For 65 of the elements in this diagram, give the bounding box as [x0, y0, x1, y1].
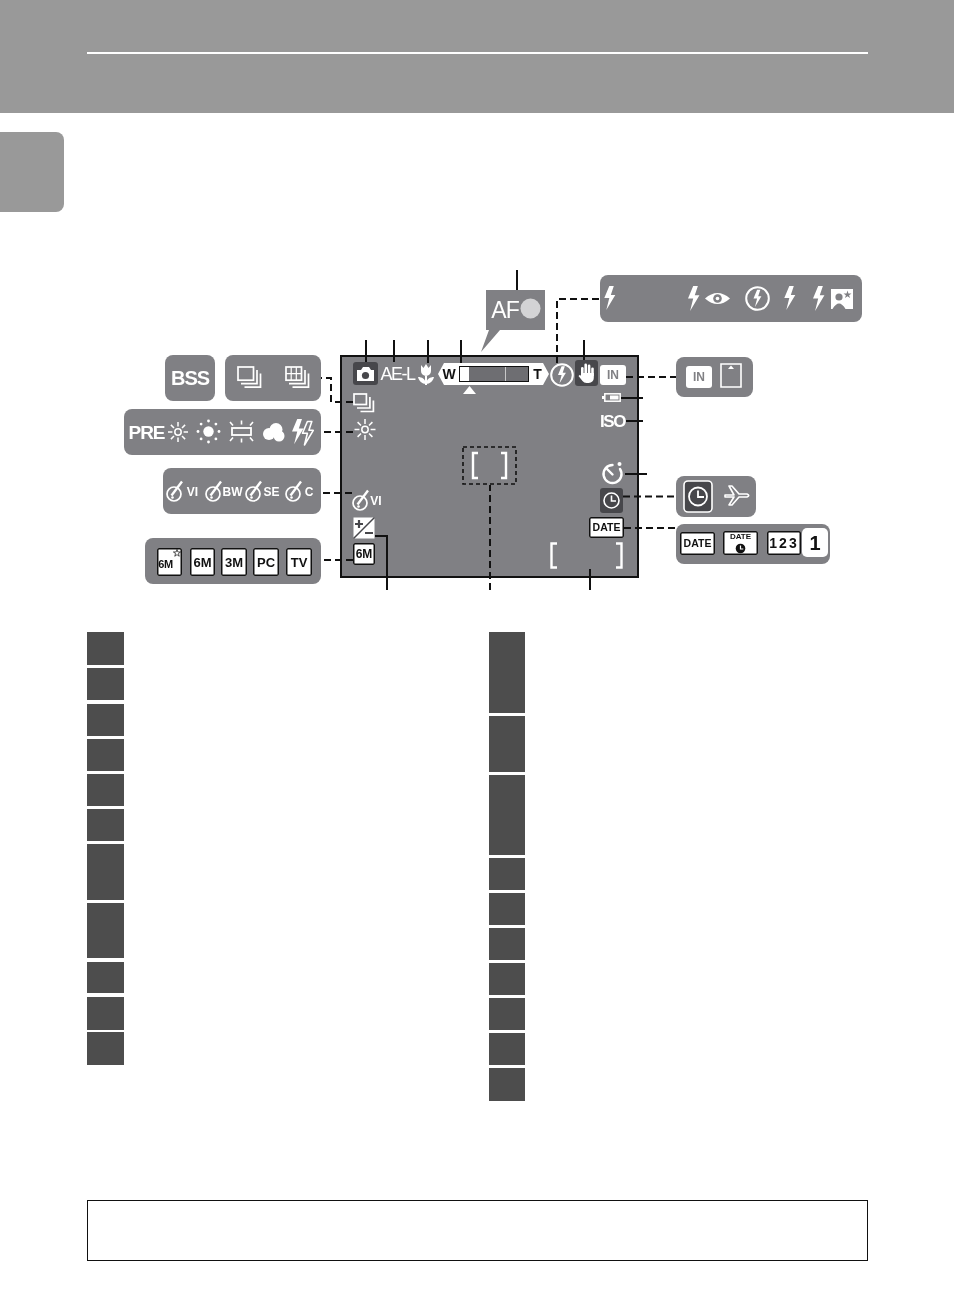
option-panel — [600, 275, 862, 322]
date-label: DATE — [728, 532, 753, 542]
leader-line — [460, 339, 462, 364]
label-tile: BSS — [165, 355, 215, 401]
color-mode-label: C — [303, 484, 315, 501]
stacked-frames-icon — [353, 393, 375, 413]
leader-line — [365, 339, 367, 363]
counter-tag: 123 — [767, 531, 801, 555]
dashed-leader-line — [622, 495, 677, 498]
bracket-frame — [549, 542, 624, 569]
digit-tile: 1 — [802, 528, 828, 557]
dashed-leader-line — [556, 298, 601, 364]
image-size-tag: TV — [286, 548, 312, 576]
leader-line — [625, 420, 644, 422]
option-panel — [163, 468, 321, 514]
dashed-leader-line — [623, 527, 677, 529]
circled-bolt-icon — [550, 363, 574, 387]
leader-line — [620, 397, 644, 399]
color-mode-label: BW — [222, 484, 243, 501]
indicator-label: AE-L — [381, 362, 414, 386]
option-panel — [676, 357, 753, 397]
leader-line — [583, 339, 585, 361]
option-panel — [145, 538, 321, 584]
leader-line — [516, 269, 518, 291]
zoom-wide-label: W — [441, 365, 457, 384]
image-size-tag: 6M — [353, 543, 375, 565]
focus-frame — [462, 446, 517, 485]
preset-label: PRE — [128, 420, 165, 445]
memory-tag: IN — [600, 365, 626, 385]
color-mode-label: VI — [369, 493, 383, 510]
leader-line — [624, 473, 648, 475]
camera-icon — [353, 362, 378, 385]
iso-label: ISO — [599, 410, 626, 432]
hand-icon — [575, 360, 598, 386]
af-label: AF — [490, 296, 520, 324]
dashed-leader-line — [320, 492, 353, 494]
memory-tag: IN — [686, 366, 712, 388]
image-size-label: 6M — [158, 557, 173, 572]
option-panel — [676, 476, 756, 517]
battery-icon — [602, 393, 621, 402]
date-tag: DATE — [680, 532, 715, 555]
option-panel — [225, 355, 321, 401]
dashed-leader-line — [625, 376, 677, 378]
leader-line — [589, 568, 591, 591]
image-size-tag: 3M — [221, 548, 247, 576]
monitor-screen — [340, 355, 639, 578]
option-panel — [676, 524, 830, 564]
leader-line — [374, 535, 388, 591]
image-size-tag: PC — [253, 548, 279, 576]
sun-icon — [353, 418, 377, 441]
date-tag: DATE — [589, 517, 624, 538]
zoom-tele-label: T — [532, 365, 543, 384]
option-panel — [124, 409, 321, 455]
leader-line — [393, 339, 395, 363]
plus-minus-icon — [353, 517, 375, 539]
dashed-leader-line — [320, 377, 354, 403]
timer-icon — [600, 461, 625, 486]
dashed-leader-line — [489, 484, 491, 591]
leader-line — [427, 339, 429, 364]
color-mode-label: SE — [262, 484, 281, 501]
side-tab — [0, 132, 64, 212]
image-size-tag: 6M — [190, 548, 215, 576]
clock-icon — [600, 488, 623, 513]
tulip-icon — [416, 363, 436, 386]
color-mode-label: VI — [185, 484, 200, 501]
